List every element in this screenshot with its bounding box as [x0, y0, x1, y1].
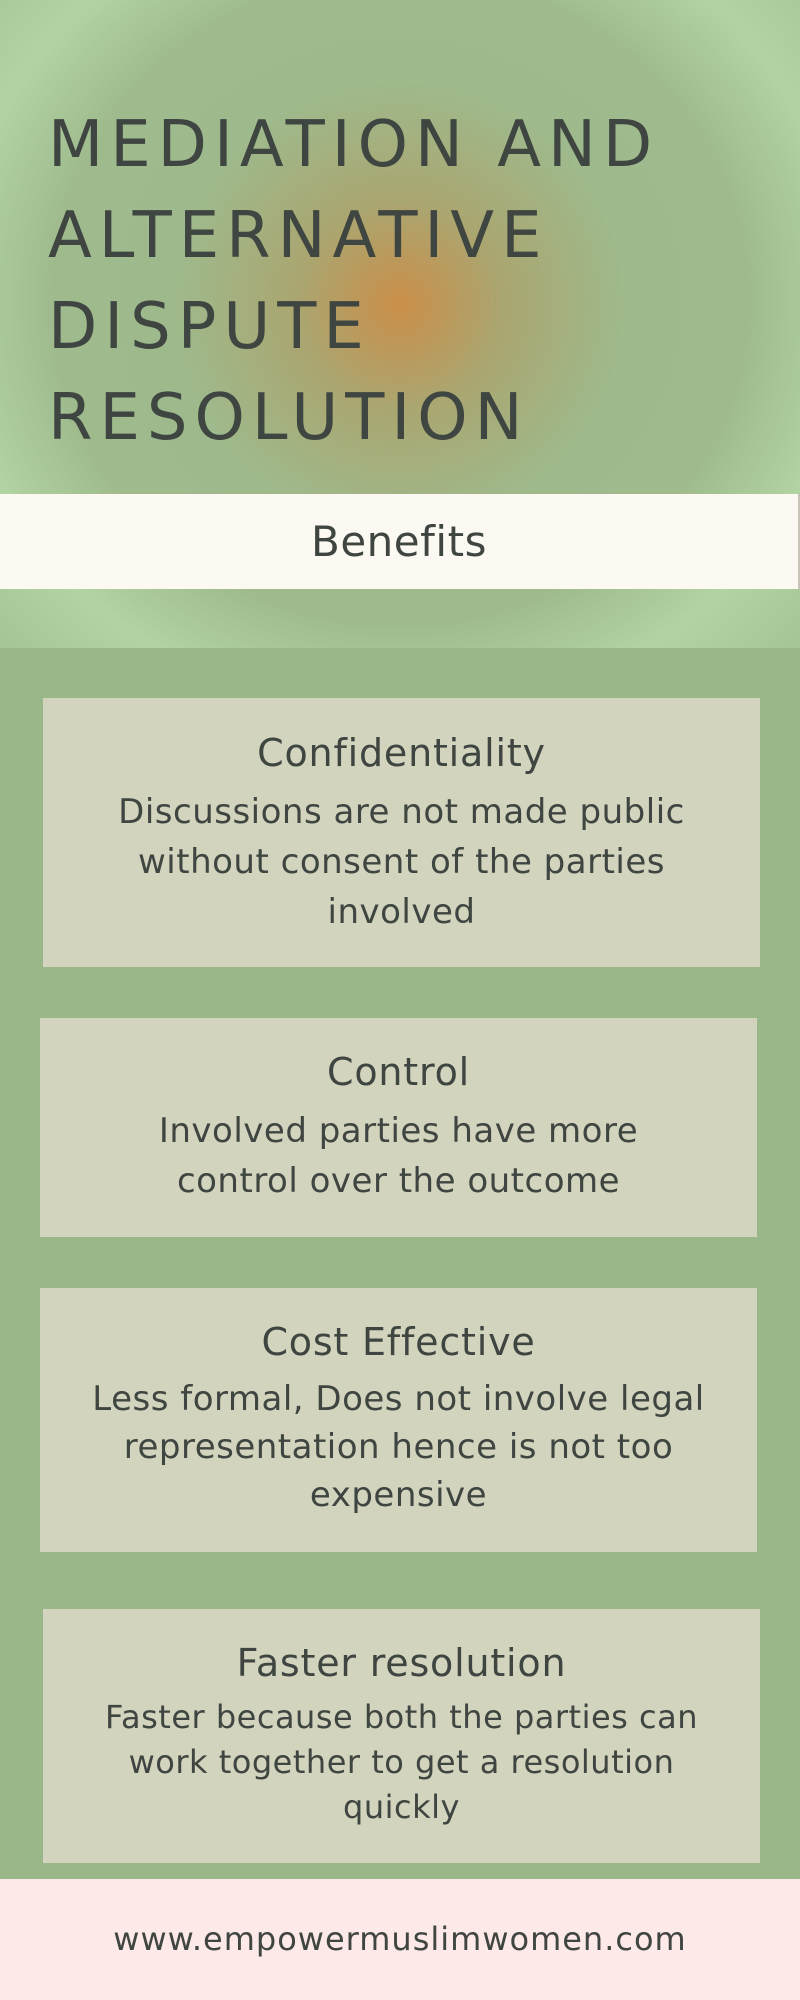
benefit-card-control: Control Involved parties have more contr…	[40, 1018, 757, 1237]
benefit-description: Discussions are not made public without …	[118, 792, 685, 932]
benefit-card-cost-effective: Cost Effective Less formal, Does not inv…	[40, 1288, 757, 1552]
benefit-card-faster-resolution: Faster resolution Faster because both th…	[43, 1609, 760, 1863]
benefit-description: Less formal, Does not involve legal repr…	[92, 1379, 705, 1515]
benefit-description: Involved parties have more control over …	[158, 1111, 639, 1201]
benefit-title: Faster resolution	[236, 1641, 567, 1685]
benefit-description: Faster because both the parties can work…	[105, 1698, 698, 1826]
benefit-title: Confidentiality	[257, 731, 546, 775]
footer: www.empowermuslimwomen.com	[0, 1879, 800, 2000]
benefits-section-header: Benefits	[0, 494, 800, 589]
benefit-title: Control	[327, 1050, 470, 1094]
benefit-title: Cost Effective	[261, 1320, 536, 1364]
benefit-card-confidentiality: Confidentiality Discussions are not made…	[43, 698, 760, 967]
benefits-heading: Benefits	[311, 517, 487, 566]
website-link[interactable]: www.empowermuslimwomen.com	[113, 1919, 687, 1958]
page-title: MEDIATION AND ALTERNATIVE DISPUTE RESOLU…	[48, 108, 660, 455]
